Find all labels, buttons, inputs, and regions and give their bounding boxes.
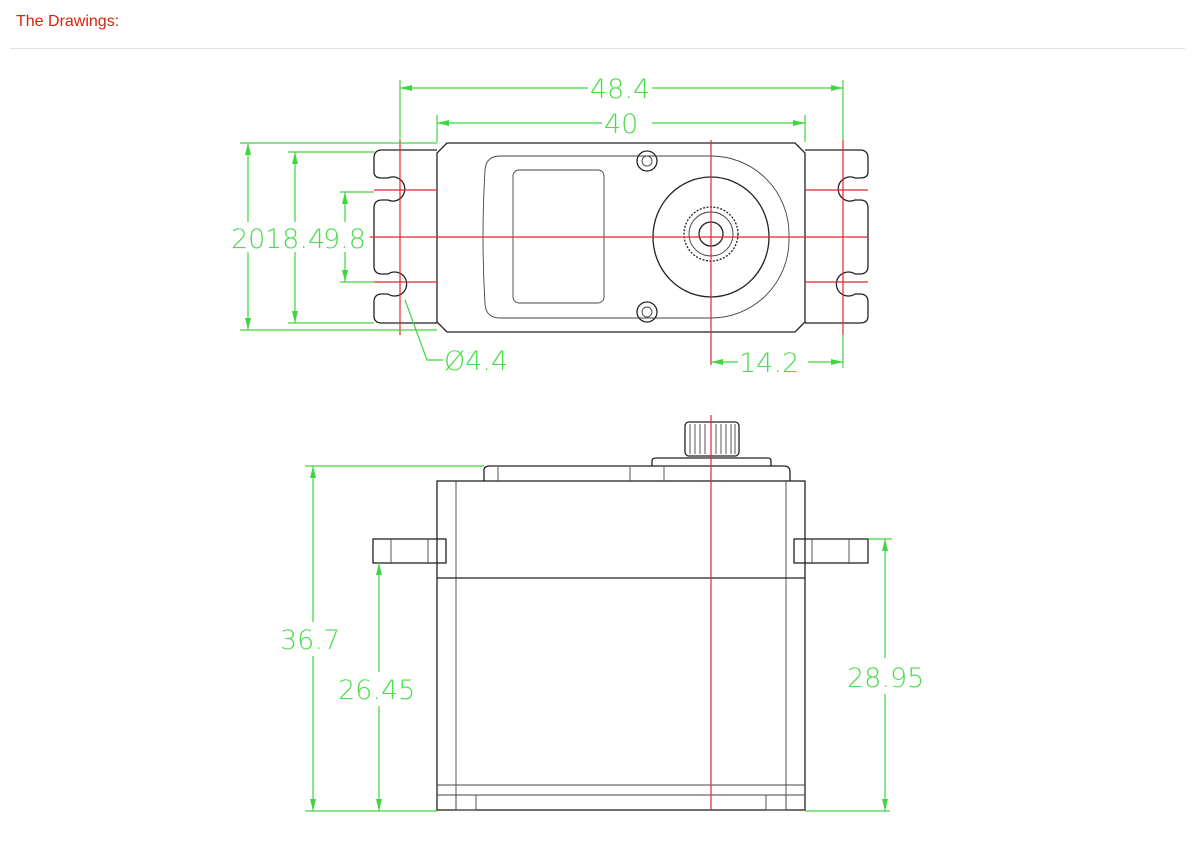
output-spline bbox=[684, 421, 740, 457]
left-flange bbox=[373, 149, 437, 324]
inner-frame bbox=[482, 155, 790, 319]
dim-body-width: 40 bbox=[604, 109, 638, 140]
side-flange-left bbox=[372, 538, 447, 564]
top-body-outline bbox=[436, 142, 806, 333]
screw-boss-top bbox=[636, 150, 658, 172]
top-view: 48.4 40 20 18.4 9.8 Ø4.4 14.2 bbox=[231, 74, 869, 379]
leader-line bbox=[404, 299, 443, 361]
side-lid bbox=[483, 465, 791, 481]
right-flange bbox=[805, 149, 869, 324]
screw-hole-top bbox=[641, 155, 653, 167]
dim-hole-diameter: Ø4.4 bbox=[444, 346, 508, 377]
screw-boss-bottom bbox=[636, 301, 658, 323]
dim-height-18-4: 18.4 bbox=[265, 224, 325, 255]
dim-shaft-offset: 14.2 bbox=[739, 348, 799, 379]
side-flange-right bbox=[793, 538, 869, 564]
dim-overall-width: 48.4 bbox=[590, 74, 650, 105]
side-view: 36.7 26.45 28.95 bbox=[280, 415, 924, 812]
dim-total-height: 36.7 bbox=[280, 625, 340, 656]
dim-flange-height-right: 28.95 bbox=[847, 663, 924, 694]
gear-base bbox=[651, 457, 772, 466]
section-title: The Drawings: bbox=[16, 13, 120, 30]
screw-hole-bottom bbox=[641, 306, 653, 318]
side-body bbox=[436, 480, 806, 811]
dim-hole-spacing: 9.8 bbox=[323, 224, 366, 255]
dim-flange-height-left: 26.45 bbox=[338, 675, 415, 706]
dim-height-20: 20 bbox=[231, 224, 265, 255]
divider bbox=[10, 48, 1185, 49]
